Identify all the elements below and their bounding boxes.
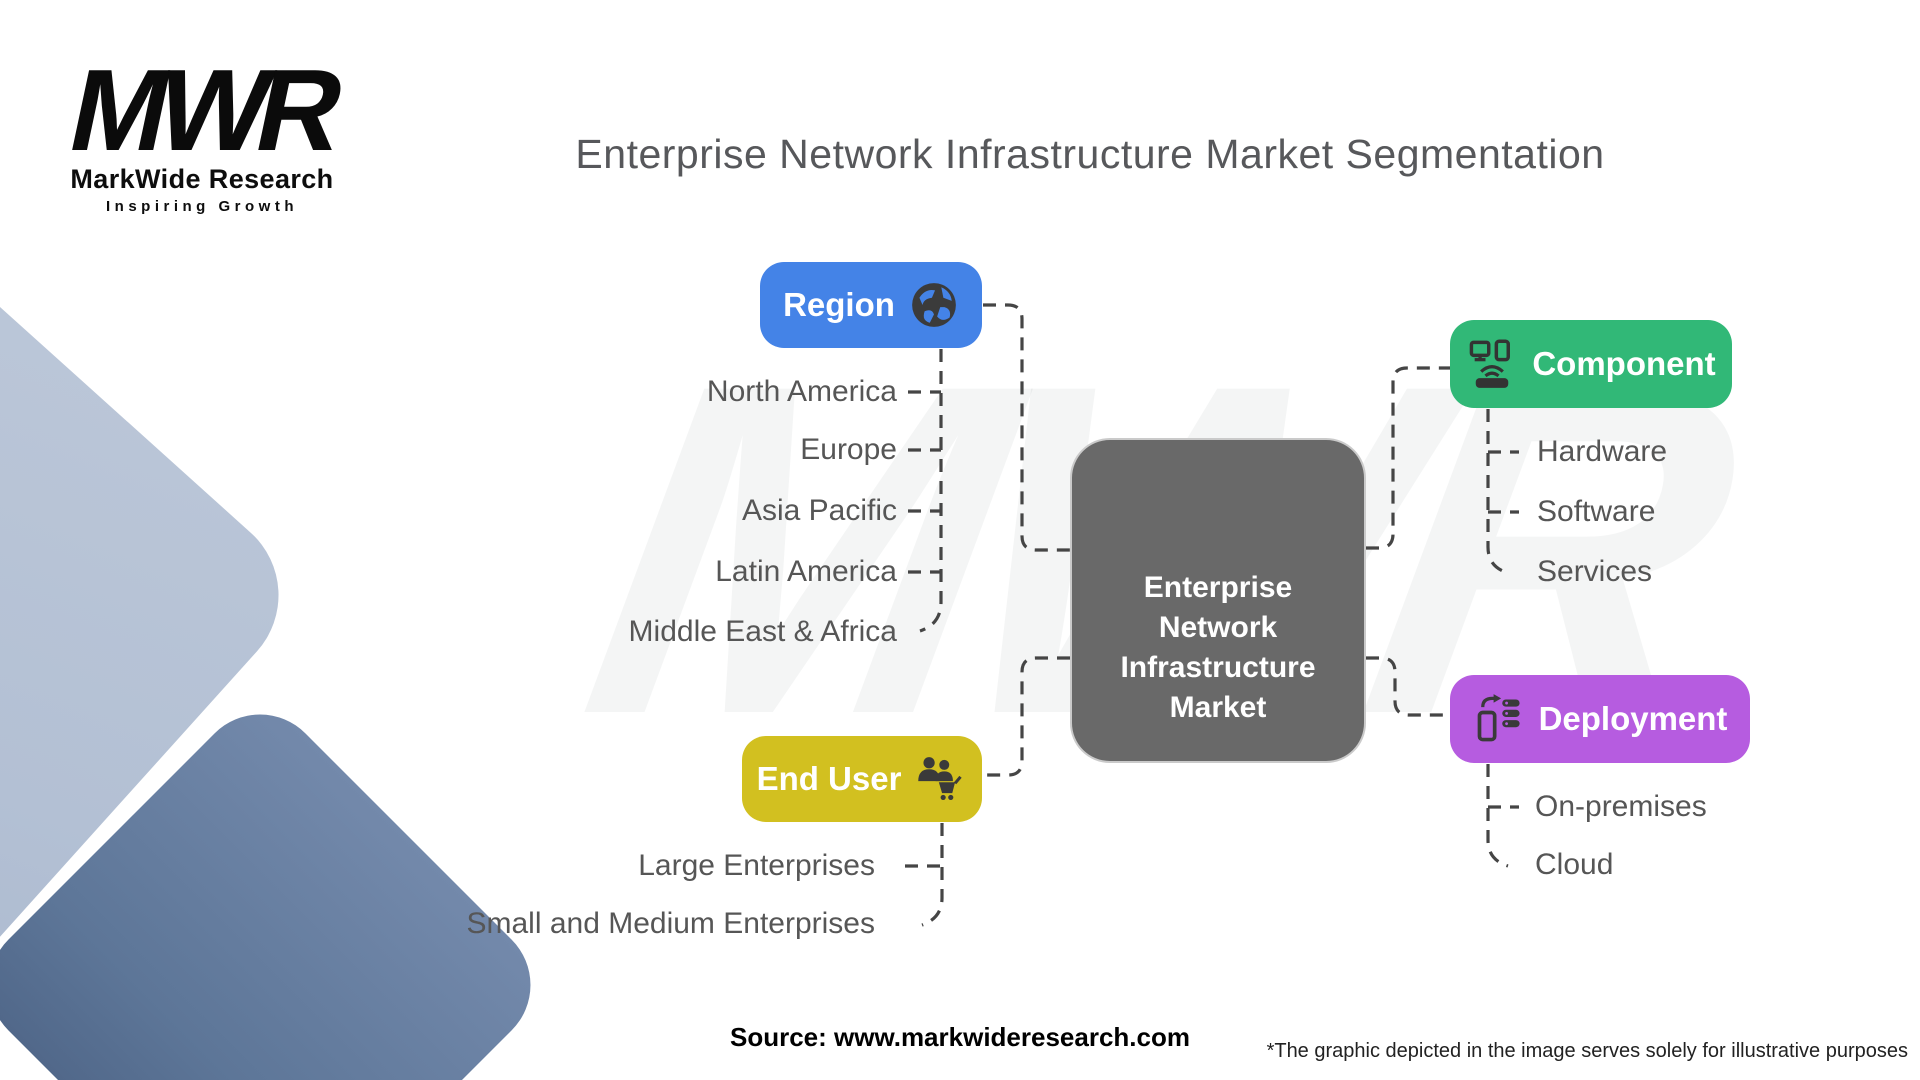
- segment-item-services: Services: [1537, 555, 1653, 588]
- segment-item-north-america: North America: [706, 375, 897, 408]
- center-node-line: Infrastructure: [1120, 651, 1316, 684]
- connector-center-to-deployment: [1366, 656, 1450, 717]
- connector-component-trunk: [1486, 409, 1509, 575]
- network-devices-icon: [1470, 339, 1511, 388]
- connector-region-to-center: [983, 303, 1070, 552]
- center-node-line: Market: [1169, 691, 1267, 724]
- center-node-line: Network: [1158, 611, 1278, 644]
- segment-item-latin-america: Latin America: [715, 555, 897, 588]
- branch-region: Region: [760, 262, 982, 348]
- branch-deployment: Deployment: [1450, 675, 1750, 763]
- connector-center-to-component: [1366, 366, 1450, 550]
- branch-end-user: End User: [742, 736, 982, 822]
- segment-item-cloud: Cloud: [1535, 848, 1614, 881]
- branch-component-label: Component: [1532, 345, 1716, 382]
- markwide-logo: MWR MarkWide Research Inspiring Growth: [52, 58, 352, 215]
- globe-icon: [912, 283, 956, 327]
- branch-deployment-label: Deployment: [1538, 700, 1728, 737]
- segment-item-asia-pacific: Asia Pacific: [741, 494, 897, 527]
- segment-item-large-enterprises: Large Enterprises: [638, 849, 875, 882]
- shoppers-icon: [918, 757, 963, 801]
- source-text: Source: www.markwideresearch.com: [729, 1022, 1190, 1052]
- segment-item-small-medium-enterprises: Small and Medium Enterprises: [466, 907, 875, 940]
- disclaimer-text: *The graphic depicted in the image serve…: [1266, 1040, 1908, 1062]
- segment-item-hardware: Hardware: [1537, 435, 1668, 468]
- logo-mark-mwr: MWR: [59, 58, 350, 166]
- segment-item-europe: Europe: [800, 433, 897, 466]
- segment-item-software: Software: [1537, 495, 1656, 528]
- connector-center-to-enduser: [983, 656, 1070, 777]
- logo-name: MarkWide Research: [70, 164, 334, 194]
- logo-tagline: Inspiring Growth: [106, 198, 298, 215]
- center-node-line: Enterprise: [1143, 571, 1293, 604]
- branch-component: Component: [1450, 320, 1732, 408]
- mobile-servers-icon: [1477, 694, 1520, 742]
- svg-text:MWR: MWR: [59, 58, 350, 166]
- segment-item-middle-east-africa: Middle East & Africa: [628, 615, 897, 648]
- connector-deployment-trunk: [1486, 764, 1509, 868]
- connector-enduser-trunk: [921, 823, 944, 927]
- page-title: Enterprise Network Infrastructure Market…: [575, 131, 1605, 177]
- branch-region-label: Region: [783, 286, 895, 323]
- connector-region-trunk: [919, 349, 943, 633]
- branch-end-user-label: End User: [756, 760, 902, 797]
- center-node: Enterprise Network Infrastructure Market: [1070, 438, 1366, 763]
- segment-item-on-premises: On-premises: [1535, 790, 1707, 823]
